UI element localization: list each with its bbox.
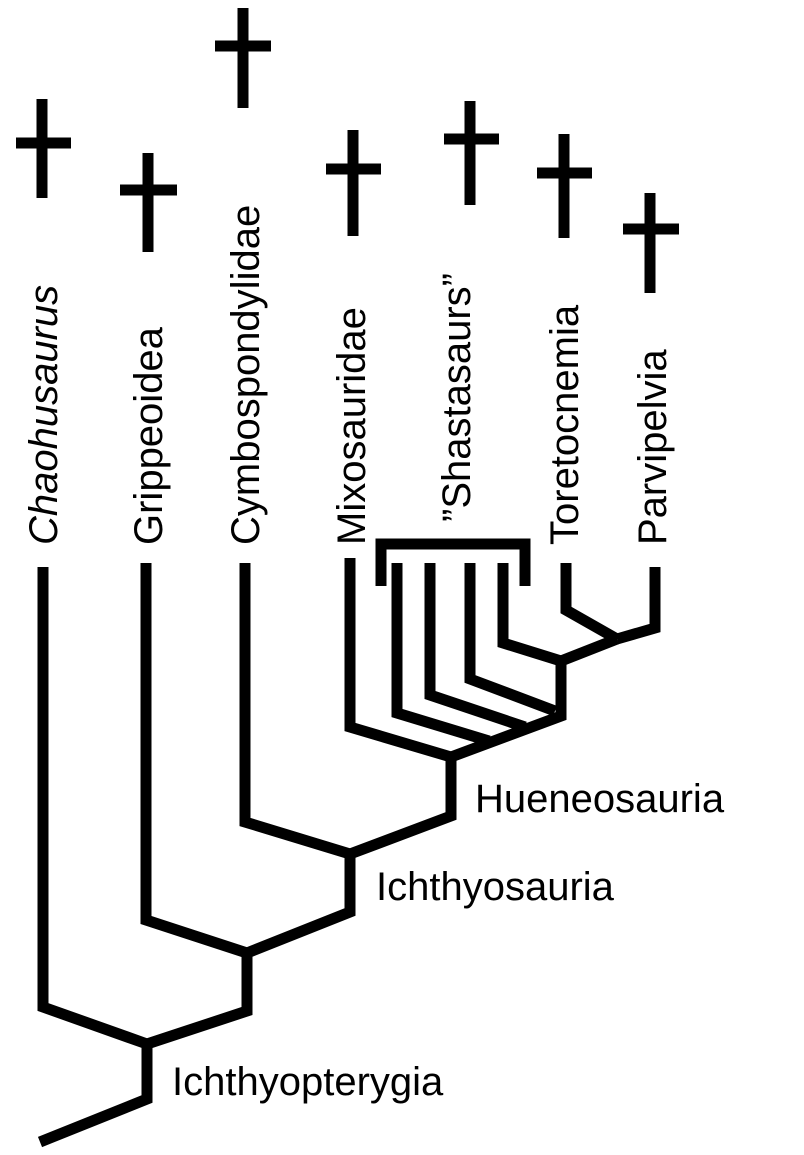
branch-to-ichthyosauria <box>244 854 356 959</box>
clade-label-ichthyopterygia: Ichthyopterygia <box>172 1060 444 1104</box>
dagger-icon <box>537 134 592 238</box>
taxon-label-cymbospondylidae: Cymbospondylidae <box>224 205 268 545</box>
dagger-icon <box>120 153 177 252</box>
taxon-label-toretocnemia: Toretocnemia <box>543 304 587 545</box>
clade-label-hueneosauria: Hueneosauria <box>475 777 725 821</box>
branch-chaohusaurus <box>37 567 149 1050</box>
taxon-label-shastasaurs: ”Shastasaurs” <box>435 273 479 522</box>
branch-toretocnemia <box>560 563 620 644</box>
taxon-label-parvipelvia: Parvipelvia <box>631 349 675 545</box>
branch-shastasaur-1 <box>391 563 491 747</box>
taxon-label-mixosauridae: Mixosauridae <box>330 307 374 545</box>
branch-ichthyopterygia-inner <box>145 953 253 1050</box>
clade-label-ichthyosauria: Ichthyosauria <box>376 865 615 909</box>
taxon-label-grippeoidea: Grippeoidea <box>127 326 171 545</box>
branch-cymbospondylidae <box>239 563 352 860</box>
branch-toretocnemia-parvipelvia <box>558 633 620 667</box>
branch-mixosauridae <box>344 558 453 763</box>
branch-grippeoidea <box>140 563 249 959</box>
tree-branches <box>16 8 679 1148</box>
dagger-icon <box>623 193 679 293</box>
branch-shastasaur-3 <box>464 563 557 717</box>
branch-shastasaur-2 <box>424 563 527 733</box>
branch-to-hueneosauria <box>348 757 457 860</box>
branch-shastasaur-4 <box>497 563 563 667</box>
dagger-icon <box>326 130 381 236</box>
taxon-label-chaohusaurus: Chaohusaurus <box>22 285 66 545</box>
dagger-icon <box>16 99 71 198</box>
root-branch <box>37 1044 153 1148</box>
dagger-icon <box>215 8 271 108</box>
branch-parvipelvia <box>615 567 661 645</box>
shastasaurs-bracket <box>375 538 531 586</box>
dagger-icon <box>444 101 499 205</box>
